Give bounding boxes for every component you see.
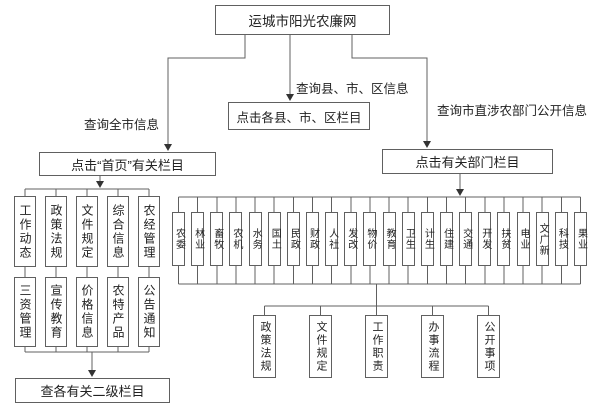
- section-box: 工作职责: [365, 315, 388, 378]
- department-box: 住建: [439, 212, 453, 266]
- home-column-label: 综合信息: [111, 203, 125, 260]
- department-label: 计生: [422, 228, 434, 250]
- department-box: 果业: [573, 212, 587, 266]
- department-label: 果业: [575, 228, 587, 250]
- department-label: 住建: [441, 228, 453, 250]
- section-label: 办事流程: [427, 320, 439, 373]
- home-columns-node: 点击“首页”有关栏目: [39, 152, 216, 176]
- department-box: 水务: [248, 212, 262, 266]
- department-label: 国土: [269, 228, 281, 250]
- department-box: 开发: [478, 212, 492, 266]
- home-column-box: 文件规定: [76, 196, 98, 267]
- arrowheads: [88, 94, 464, 377]
- department-box: 畜牧: [210, 212, 224, 266]
- home-column-box: 三资管理: [14, 277, 36, 347]
- home-column-box: 政策法规: [45, 196, 67, 267]
- department-label: 人社: [326, 228, 338, 250]
- section-box: 政策法规: [253, 315, 276, 378]
- root-node: 运城市阳光农廉网: [215, 5, 390, 35]
- middle-branch-label: 查询县、市、区信息: [296, 82, 409, 96]
- department-box: 文广新: [535, 212, 549, 266]
- secondary-columns-node: 查各有关二级栏目: [15, 378, 170, 403]
- department-label: 科技: [556, 228, 568, 250]
- department-label: 文广新: [537, 222, 549, 256]
- right-branch-label: 查询市直涉农部门公开信息: [437, 104, 588, 118]
- home-column-label: 工作动态: [18, 203, 32, 260]
- home-column-label: 三资管理: [18, 284, 32, 340]
- home-column-label: 公告通知: [142, 284, 156, 340]
- section-label: 文件规定: [315, 320, 327, 373]
- home-column-label: 宣传教育: [49, 284, 63, 340]
- home-column-label: 农经管理: [142, 203, 156, 260]
- section-box: 办事流程: [421, 315, 444, 378]
- section-box: 文件规定: [309, 315, 332, 378]
- home-column-box: 农特产品: [107, 277, 129, 347]
- department-box: 林业: [191, 212, 205, 266]
- department-box: 发改: [344, 212, 358, 266]
- department-box: 民政: [286, 212, 300, 266]
- home-column-box: 公告通知: [138, 277, 160, 347]
- department-label: 发改: [345, 228, 357, 250]
- department-box: 农委: [172, 212, 185, 266]
- home-column-label: 政策法规: [49, 203, 63, 260]
- left-branch-label: 查询全市信息: [84, 118, 160, 132]
- department-grid: 农委 林业 畜牧 农机 水务 国土 民政 财政 人社 发改 物价 教育 卫生 计…: [172, 212, 587, 266]
- department-label: 畜牧: [211, 228, 223, 250]
- department-label: 农委: [173, 228, 185, 250]
- department-box: 农机: [229, 212, 243, 266]
- home-column-box: 综合信息: [107, 196, 129, 267]
- home-column-box: 工作动态: [14, 196, 36, 267]
- department-sections-row: 政策法规 文件规定 工作职责 办事流程 公开事项: [253, 315, 500, 378]
- department-box: 物价: [363, 212, 377, 266]
- section-label: 公开事项: [483, 320, 495, 373]
- department-columns-node: 点击有关部门栏目: [382, 149, 553, 174]
- department-box: 财政: [305, 212, 319, 266]
- department-label: 农机: [230, 228, 242, 250]
- county-columns-node: 点击各县、市、区栏目: [228, 102, 370, 130]
- home-column-label: 价格信息: [80, 284, 94, 340]
- home-column-box: 宣传教育: [45, 277, 67, 347]
- section-box: 公开事项: [477, 315, 500, 378]
- department-box: 人社: [325, 212, 339, 266]
- home-column-box: 农经管理: [138, 196, 160, 267]
- department-box: 卫生: [401, 212, 415, 266]
- home-column-label: 文件规定: [80, 203, 94, 260]
- department-label: 开发: [479, 228, 491, 250]
- home-column-label: 农特产品: [111, 284, 125, 340]
- department-box: 交通: [459, 212, 473, 266]
- section-label: 政策法规: [259, 320, 271, 373]
- department-box: 电业: [516, 212, 530, 266]
- department-box: 科技: [554, 212, 568, 266]
- department-label: 林业: [192, 228, 204, 250]
- department-label: 水务: [250, 228, 262, 250]
- department-label: 卫生: [403, 228, 415, 250]
- department-box: 扶贫: [497, 212, 511, 266]
- department-label: 扶贫: [498, 228, 510, 250]
- section-label: 工作职责: [371, 320, 383, 373]
- department-label: 财政: [307, 228, 319, 250]
- department-box: 计生: [420, 212, 434, 266]
- department-label: 民政: [288, 228, 300, 250]
- department-box: 教育: [382, 212, 396, 266]
- department-label: 物价: [364, 228, 376, 250]
- department-label: 电业: [518, 228, 530, 250]
- department-label: 交通: [460, 228, 472, 250]
- home-column-box: 价格信息: [76, 277, 98, 347]
- department-box: 国土: [267, 212, 281, 266]
- home-grid-row1: 工作动态 政策法规 文件规定 综合信息 农经管理: [14, 196, 160, 267]
- home-grid-row2: 三资管理 宣传教育 价格信息 农特产品 公告通知: [14, 277, 160, 347]
- department-label: 教育: [384, 228, 396, 250]
